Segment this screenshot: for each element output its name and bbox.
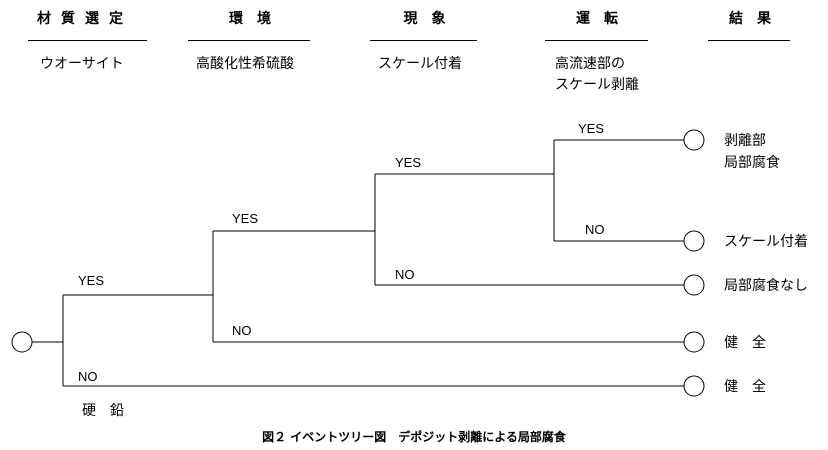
- header-phenomenon: 現 象: [403, 11, 446, 27]
- label-environment-yes: YES: [232, 211, 259, 226]
- header-underline-material: [28, 40, 147, 41]
- header-material: 材質選定: [37, 11, 133, 27]
- header-operation: 運 転: [576, 11, 618, 27]
- end-node-3: [683, 274, 705, 296]
- header-underline-operation: [545, 40, 648, 41]
- start-node: [11, 331, 33, 353]
- end-node-2: [683, 230, 705, 252]
- outcome-1-line2: 局部腐食: [724, 155, 780, 171]
- outcome-2: スケール付着: [724, 234, 808, 250]
- header-underline-result: [708, 40, 790, 41]
- outcome-5: 健 全: [724, 379, 766, 395]
- label-operation-yes: YES: [578, 121, 605, 136]
- header-underline-phenomenon: [370, 40, 477, 41]
- condition-material: ウオーサイト: [40, 56, 124, 72]
- condition-operation-line1: 高流速部の: [555, 56, 625, 72]
- condition-phenomenon: スケール付着: [378, 56, 462, 72]
- label-phenomenon-yes: YES: [395, 155, 422, 170]
- header-underline-environment: [188, 40, 310, 41]
- figure-caption: 図２ イベントツリー図 デポジット剥離による局部腐食: [262, 430, 566, 444]
- condition-environment: 高酸化性希硫酸: [196, 56, 294, 72]
- condition-operation-line2: スケール剥離: [555, 77, 639, 93]
- header-environment: 環 境: [229, 11, 271, 27]
- label-material-no: NO: [78, 369, 98, 384]
- label-phenomenon-no: NO: [395, 267, 415, 282]
- alternative-material: 硬 鉛: [82, 403, 124, 419]
- outcome-4: 健 全: [724, 335, 766, 351]
- header-result: 結 果: [729, 11, 771, 27]
- outcome-1-line1: 剥離部: [724, 133, 766, 149]
- label-environment-no: NO: [232, 323, 252, 338]
- outcome-3: 局部腐食なし: [724, 278, 808, 294]
- end-node-1: [683, 129, 705, 151]
- end-node-4: [683, 331, 705, 353]
- end-node-5: [683, 375, 705, 397]
- label-operation-no: NO: [585, 222, 605, 237]
- label-material-yes: YES: [78, 273, 105, 288]
